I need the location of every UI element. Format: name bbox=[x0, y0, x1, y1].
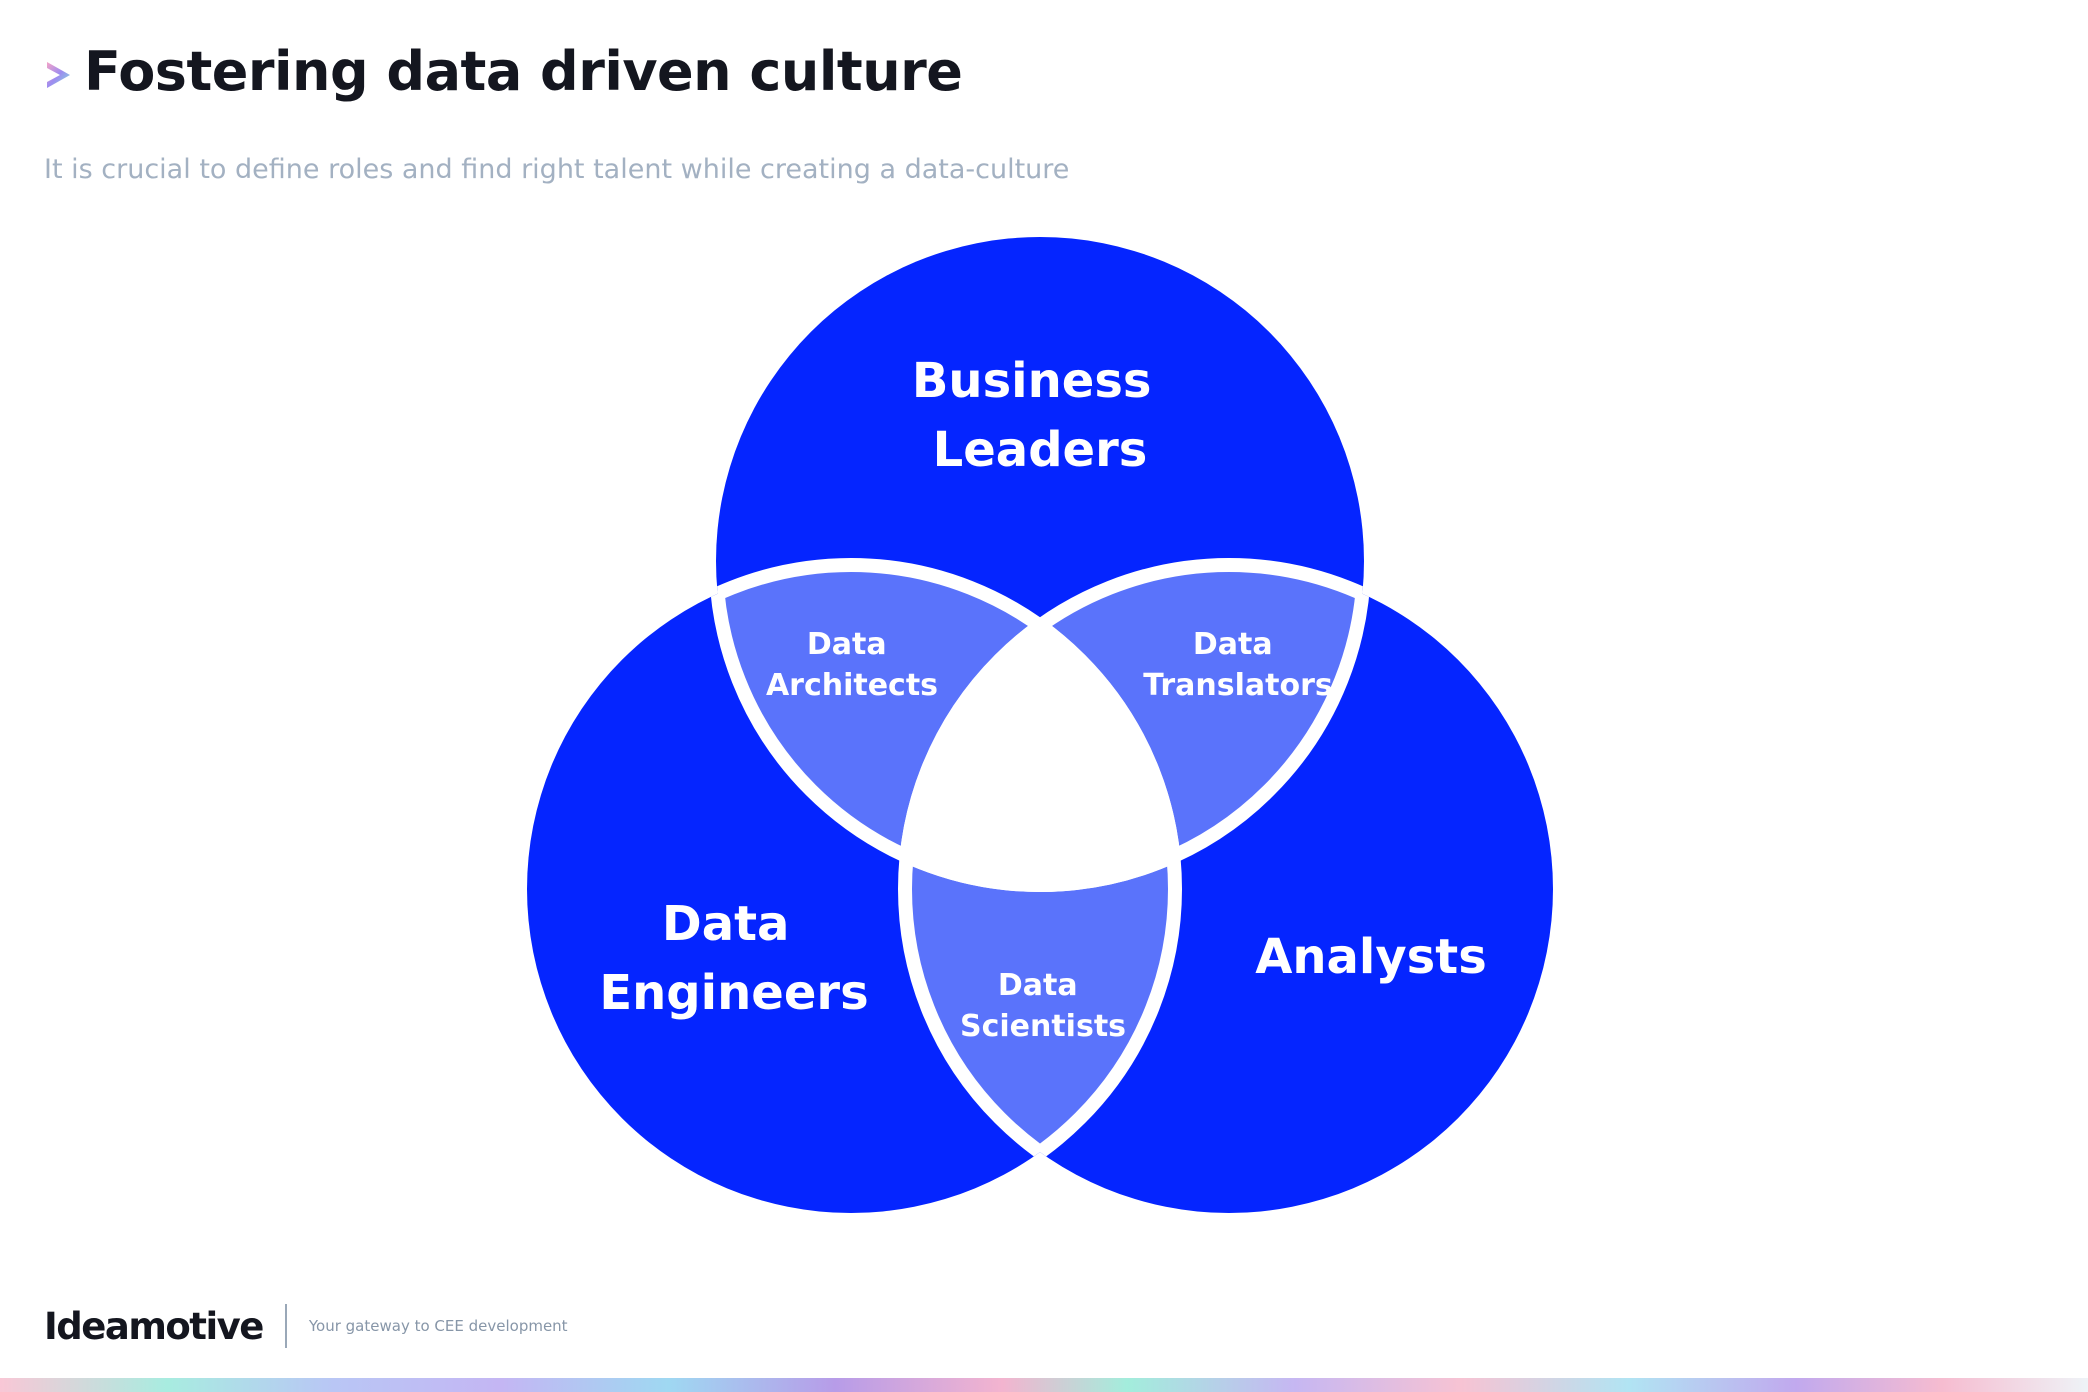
label-data-architects-line2: Architects bbox=[766, 668, 938, 703]
page-subtitle: It is crucial to define roles and find r… bbox=[44, 154, 1070, 185]
label-business-leaders: Business Leaders bbox=[912, 353, 1168, 478]
overlap-outlines bbox=[709, 558, 1371, 1213]
label-data-architects-line1: Data bbox=[807, 627, 887, 662]
label-data-translators-line2: Translators bbox=[1143, 668, 1333, 703]
label-analysts-line1: Analysts bbox=[1255, 929, 1487, 985]
header: Fostering data driven culture It is cruc… bbox=[44, 40, 1069, 185]
title-row: Fostering data driven culture bbox=[44, 40, 963, 104]
footer: Ideamotive Your gateway to CEE developme… bbox=[44, 1304, 568, 1348]
label-data-engineers-line2: Engineers bbox=[599, 965, 868, 1021]
label-data-scientists-line1: Data bbox=[998, 968, 1078, 1003]
overlap-regions bbox=[716, 565, 1364, 1213]
label-data-translators-line1: Data bbox=[1193, 627, 1273, 662]
center-intersection bbox=[905, 565, 1175, 885]
footer-divider bbox=[284, 1304, 287, 1348]
label-data-scientists-line2: Scientists bbox=[960, 1009, 1126, 1044]
label-data-engineers: Data Engineers bbox=[599, 896, 868, 1021]
chevron-right-icon bbox=[47, 62, 70, 88]
brand-logo: Ideamotive bbox=[44, 1304, 264, 1348]
label-data-architects: Data Architects bbox=[766, 627, 938, 703]
label-data-scientists: Data Scientists bbox=[960, 968, 1126, 1044]
label-business-leaders-line2: Leaders bbox=[933, 422, 1148, 478]
page-title: Fostering data driven culture bbox=[84, 40, 963, 103]
label-data-translators: Data Translators bbox=[1143, 627, 1333, 703]
label-business-leaders-line1: Business bbox=[912, 353, 1152, 409]
label-data-engineers-line1: Data bbox=[662, 896, 790, 952]
rainbow-bar bbox=[0, 1378, 2088, 1392]
label-analysts: Analysts bbox=[1255, 929, 1487, 985]
footer-tagline: Your gateway to CEE development bbox=[308, 1317, 568, 1335]
